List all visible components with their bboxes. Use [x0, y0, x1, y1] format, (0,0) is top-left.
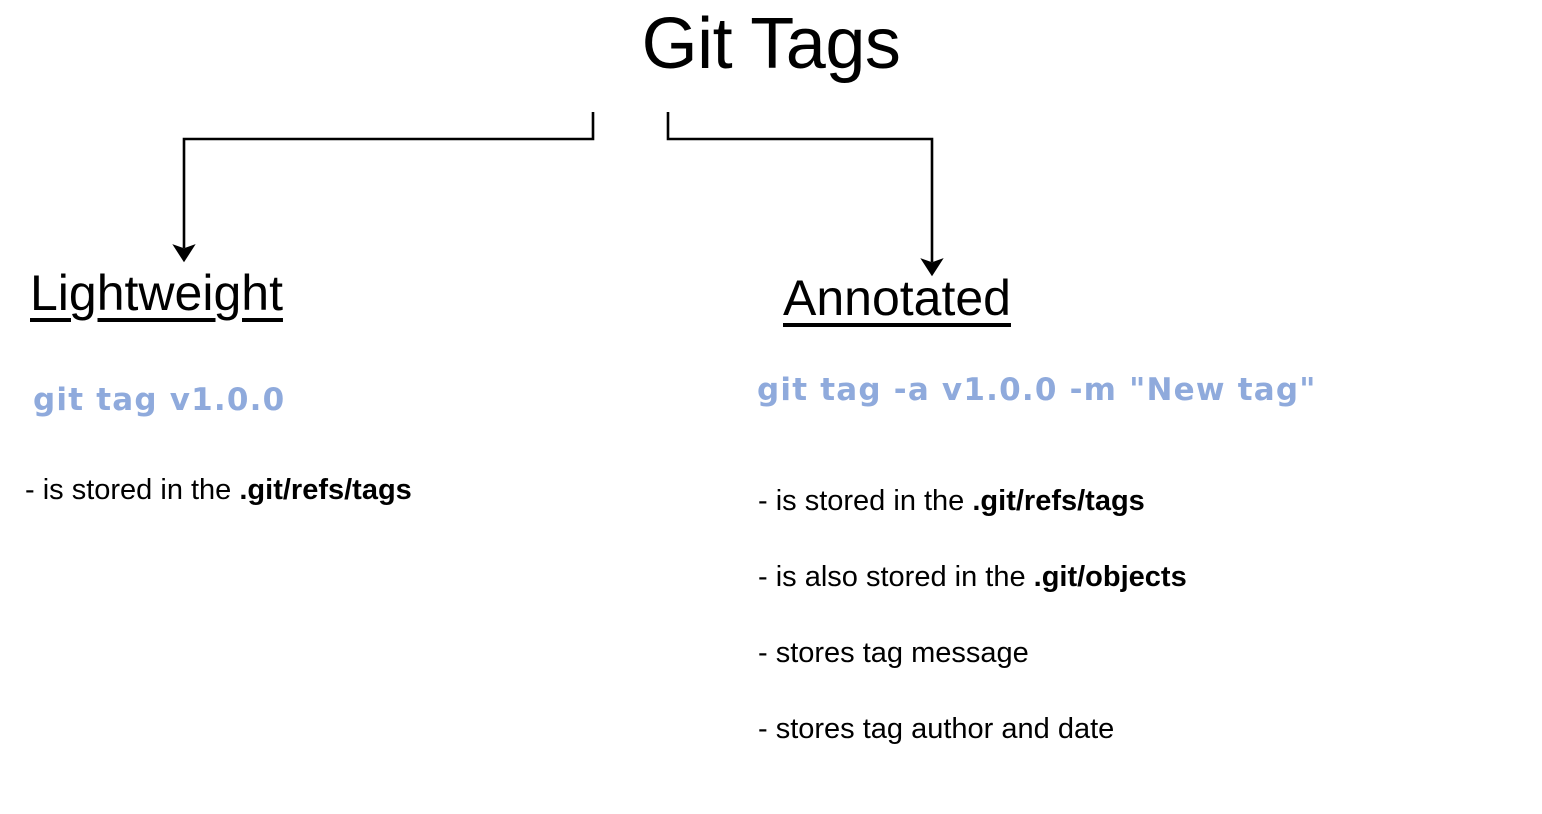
list-item: - is stored in the .git/refs/tags: [25, 476, 412, 505]
bullet-path: .git/refs/tags: [972, 485, 1145, 517]
command-lightweight: git tag v1.0.0: [33, 382, 286, 418]
bullet-text: - stores tag message: [758, 637, 1029, 669]
branch-heading-annotated: Annotated: [783, 270, 1011, 326]
list-item: - is also stored in the .git/objects: [758, 563, 1187, 592]
bullet-path: .git/refs/tags: [239, 474, 412, 506]
bullet-text: - stores tag author and date: [758, 713, 1115, 745]
bullet-text: - is also stored in the: [758, 561, 1034, 593]
bullet-text: - is stored in the: [758, 485, 973, 517]
bullet-list-lightweight: - is stored in the .git/refs/tags: [25, 476, 412, 505]
list-item: - stores tag message: [758, 639, 1187, 668]
bullet-text: - is stored in the: [25, 474, 240, 506]
list-item: - stores tag author and date: [758, 715, 1187, 744]
list-item: - is stored in the .git/refs/tags: [758, 487, 1187, 516]
bullet-path: .git/objects: [1033, 561, 1187, 593]
arrow-to-lightweight: [172, 112, 595, 263]
arrow-to-annotated: [666, 112, 944, 277]
command-annotated: git tag -a v1.0.0 -m "New tag": [757, 372, 1317, 408]
branch-heading-lightweight: Lightweight: [30, 265, 283, 321]
bullet-list-annotated: - is stored in the .git/refs/tags - is a…: [758, 487, 1187, 744]
page-title: Git Tags: [641, 4, 901, 84]
